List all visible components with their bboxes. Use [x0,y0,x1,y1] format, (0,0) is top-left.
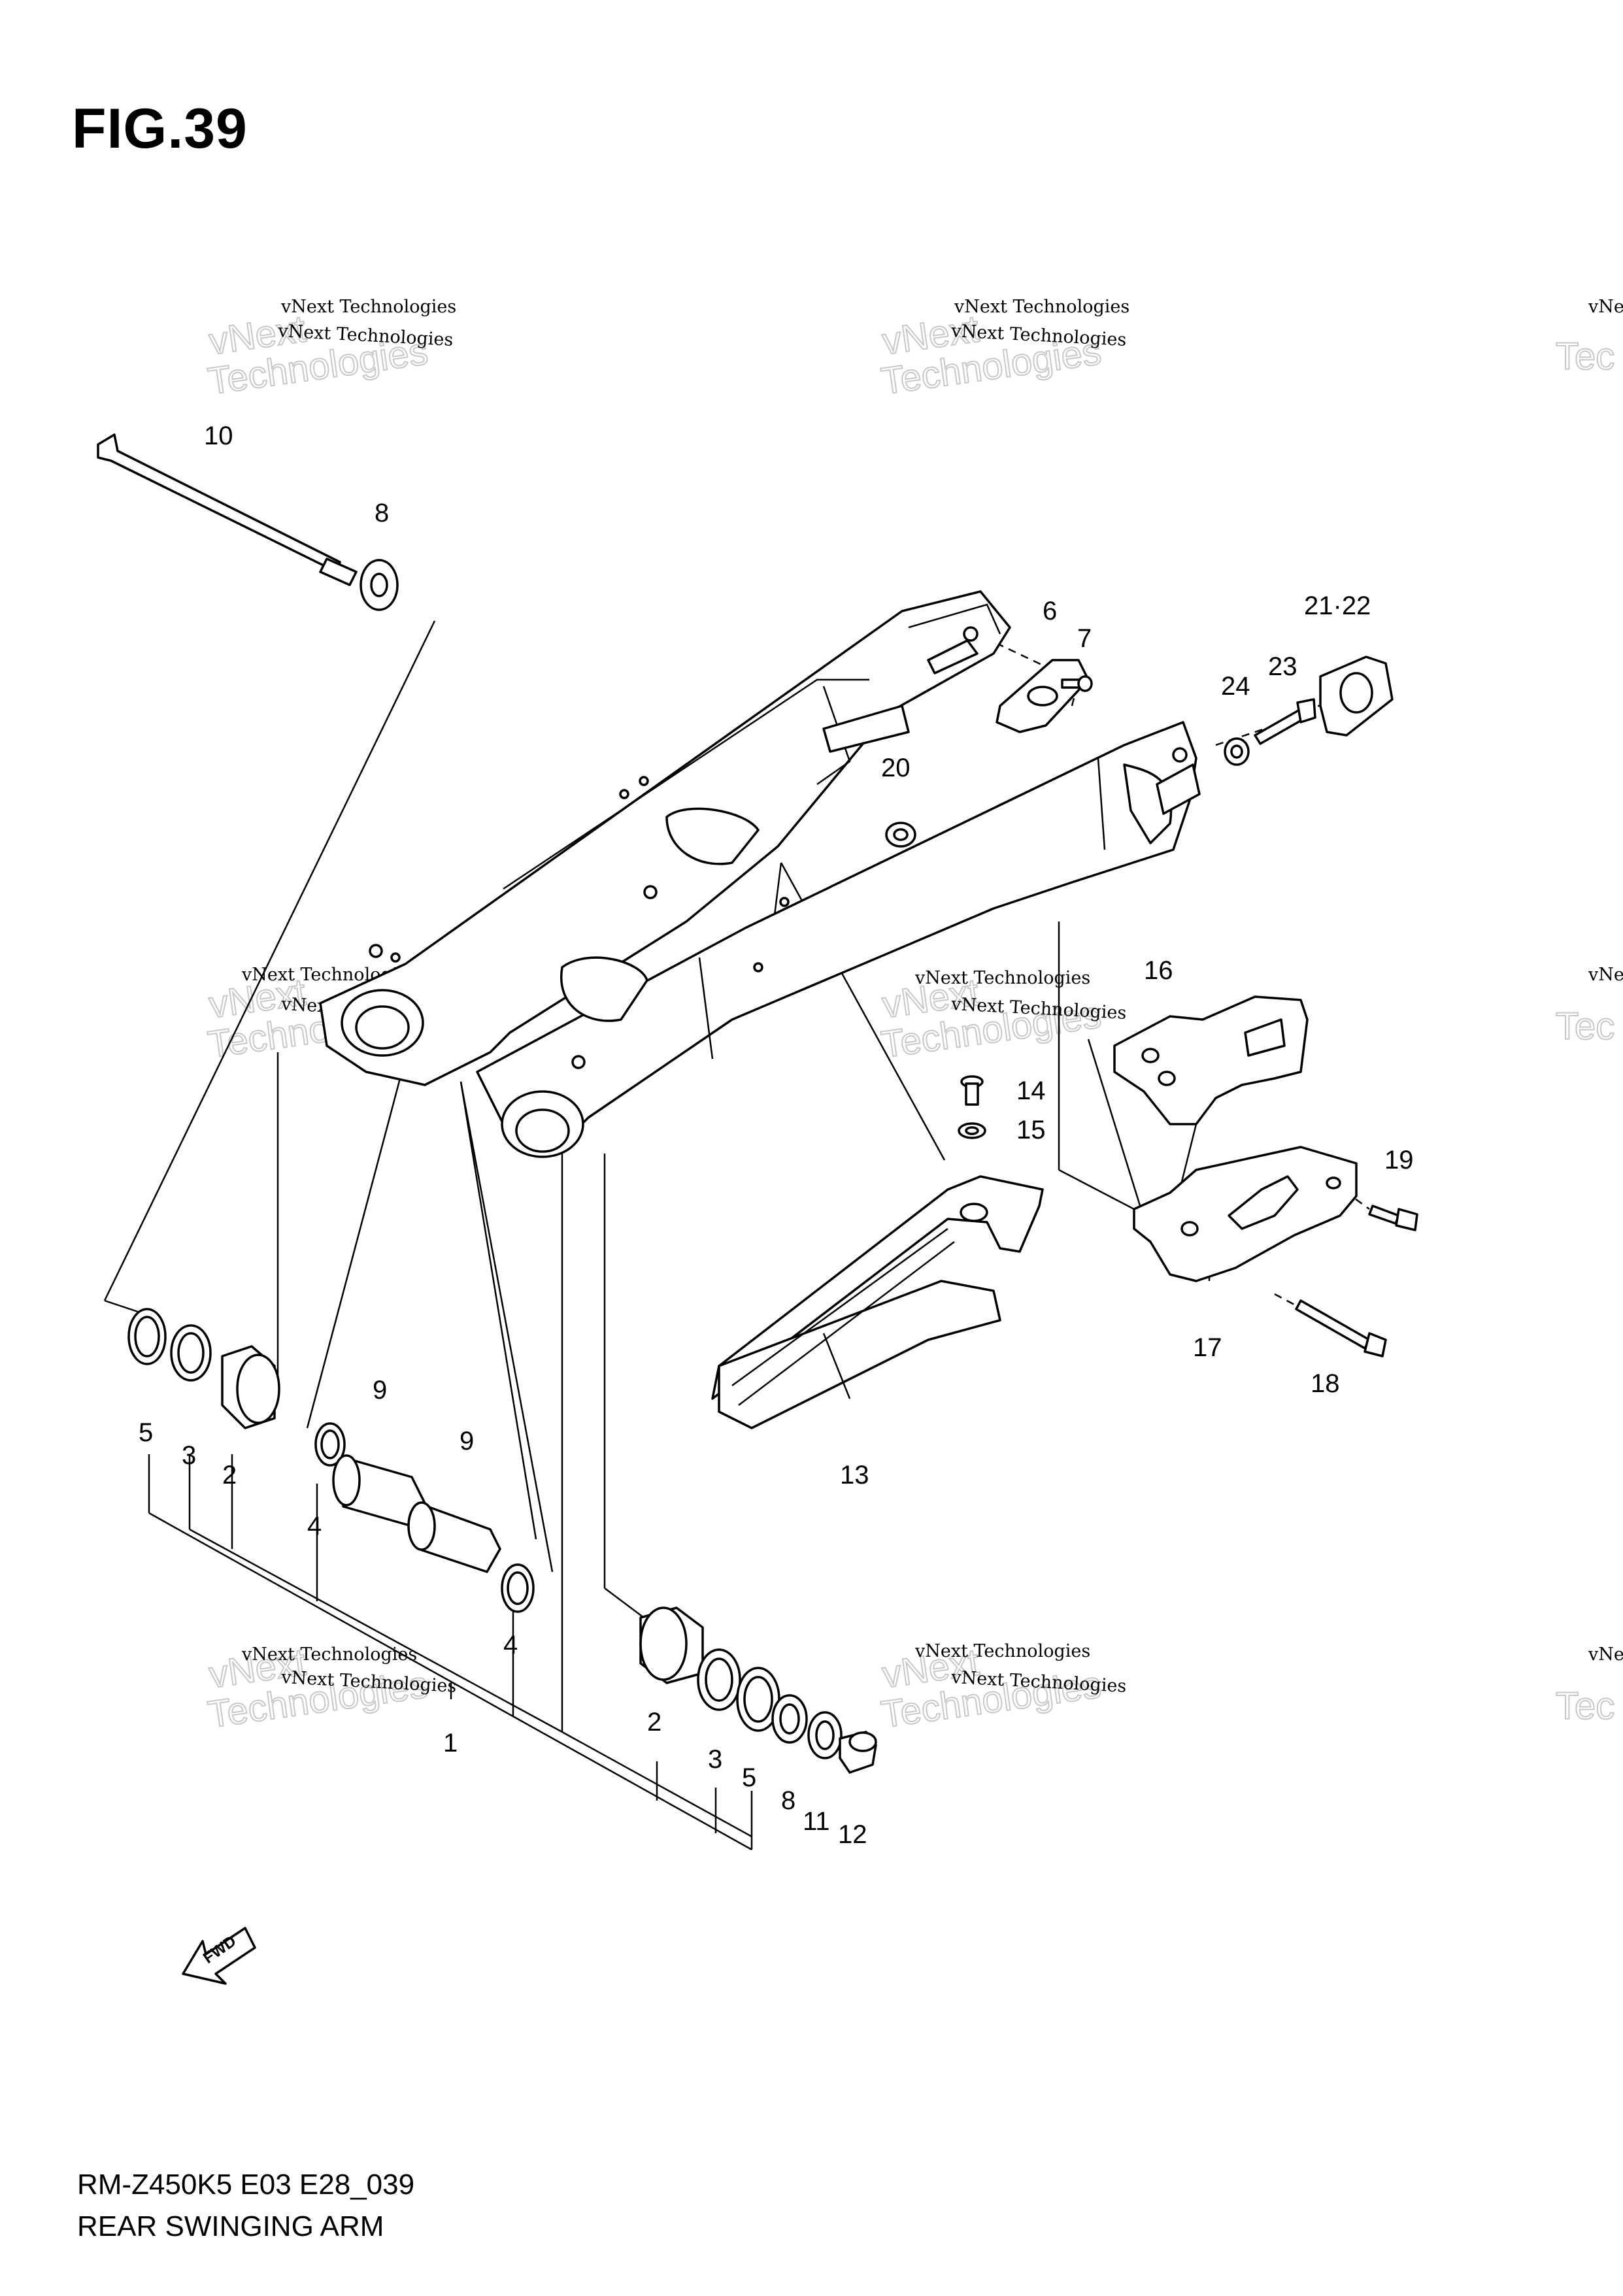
watermark-edge-3: vNe [1588,1644,1623,1665]
watermark-small-2: vNext Technologies [954,297,1129,317]
callout-9-a: 9 [373,1376,387,1405]
callout-2-left: 2 [222,1461,237,1489]
callout-labels: 10 8 6 7 21·22 24 23 20 16 14 15 19 17 1… [139,422,1414,1849]
callout-8-bottom: 8 [781,1786,795,1815]
callout-4-a: 4 [307,1512,322,1540]
callout-12: 12 [838,1820,867,1849]
figure-title: FIG.39 [72,97,248,160]
watermark-small-4: vNext Technologies [914,968,1090,988]
callout-14: 14 [1016,1076,1046,1105]
callout-8-top: 8 [375,499,389,527]
callout-15: 15 [1016,1116,1046,1144]
callout-19: 19 [1384,1146,1414,1174]
washer-24 [1224,737,1250,766]
nut-20 [885,822,916,848]
swinging-arm [319,590,1201,1158]
axle-10 [97,433,399,611]
callout-6: 6 [1043,597,1057,625]
callout-3-left: 3 [182,1441,196,1470]
callout-9-b: 9 [460,1427,474,1456]
plate-6 [996,659,1090,733]
diagram-name: REAR SWINGING ARM [77,2210,384,2242]
watermark-small-1: vNext Technologies [280,297,456,317]
callout-3-right: 3 [708,1745,722,1774]
callout-4-b: 4 [503,1631,518,1659]
watermark-edge-2b: Tec [1556,1005,1615,1048]
watermark-small-6: vNext Technologies [914,1641,1090,1661]
bearing-set-left [127,1308,535,1613]
callout-20: 20 [881,754,911,782]
watermark-edge-2: vNe [1588,965,1623,985]
watermark-small-5: vNext Technologies [241,1644,417,1665]
bolt-23 [1254,698,1316,745]
callout-7: 7 [1077,624,1092,653]
callout-13: 13 [840,1461,869,1489]
callout-23: 23 [1268,652,1297,681]
callout-2-right: 2 [647,1708,661,1737]
callout-21-22: 21·22 [1304,591,1371,620]
bearing-set-right [639,1606,877,1774]
callout-11: 11 [803,1807,830,1836]
callout-10: 10 [204,422,233,450]
callout-5-left: 5 [139,1418,153,1447]
chain-guide-17 [1133,1146,1358,1282]
model-code: RM-Z450K5 E03 E28_039 [77,2169,415,2201]
callout-24: 24 [1221,672,1250,701]
bolt-18 [1295,1299,1387,1357]
callout-1: 1 [443,1729,458,1757]
screw-14-washer-15 [958,1075,986,1139]
fwd-arrow-icon: FWD [182,1927,256,1985]
watermark-edge-3b: Tec [1556,1685,1615,1727]
bolt-19 [1368,1205,1418,1231]
callout-5-right: 5 [742,1763,756,1792]
leader-lines [103,620,1370,1851]
chain-slider-13 [711,1175,1044,1429]
watermark-edge-1: vNe [1588,297,1623,317]
callout-18: 18 [1311,1369,1340,1398]
callout-16: 16 [1144,956,1173,985]
watermark-edge-1b: Tec [1556,335,1615,378]
callout-17: 17 [1193,1333,1222,1362]
adjuster-21-22 [1319,656,1394,737]
bolt-7 [1061,675,1093,692]
chain-guide-16 [1113,995,1309,1125]
